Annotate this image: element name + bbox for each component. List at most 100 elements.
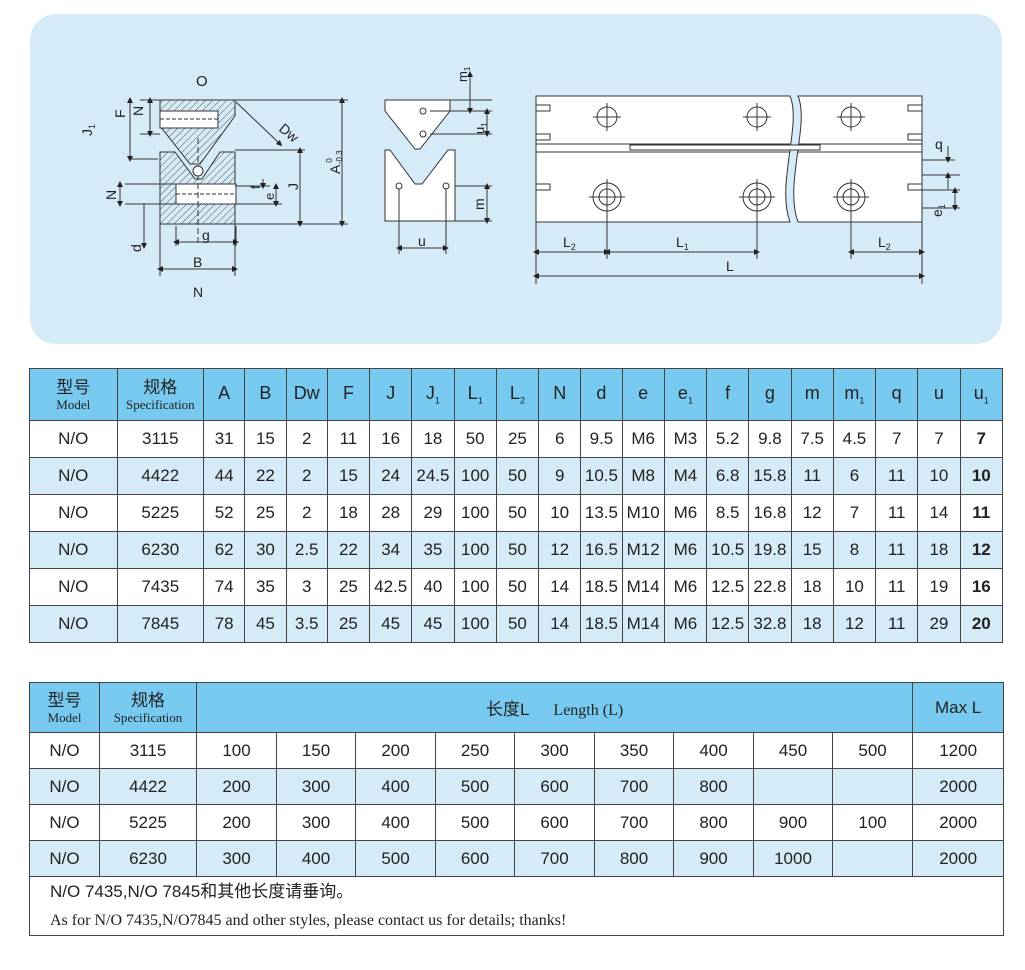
value-cell: 7 xyxy=(959,420,1004,458)
value-cell: 13.5 xyxy=(580,494,623,532)
value-cell: 78 xyxy=(203,605,246,643)
label-J: J xyxy=(285,183,301,190)
label-N-top: N xyxy=(130,106,146,116)
note-cell: N/O 7435,N/O 7845和其他长度请垂询。 As for N/O 74… xyxy=(28,876,1005,936)
length-cell: 200 xyxy=(355,732,436,769)
value-cell: 52 xyxy=(203,494,246,532)
length-cell: 300 xyxy=(276,804,356,841)
value-cell: M3 xyxy=(663,420,708,458)
value-cell: 18 xyxy=(790,605,834,643)
max-length-cell: 1200 xyxy=(912,732,1005,769)
header-col: u1 xyxy=(959,368,1004,421)
value-cell: 100 xyxy=(453,568,497,606)
model-cell: N/O xyxy=(29,568,118,606)
header-col: e1 xyxy=(663,368,708,421)
value-cell: 11 xyxy=(875,605,919,643)
header-col: u xyxy=(917,368,961,421)
length-cell: 100 xyxy=(831,804,914,841)
label-e: e xyxy=(262,193,277,200)
length-cell: 400 xyxy=(673,732,754,769)
value-cell: 45 xyxy=(369,605,413,643)
value-cell: 12.5 xyxy=(706,568,750,606)
value-cell: 10 xyxy=(917,457,961,495)
header-col: L2 xyxy=(495,368,540,421)
max-length-cell: 2000 xyxy=(912,840,1005,877)
value-cell: 7 xyxy=(832,494,877,532)
value-cell: 9.5 xyxy=(580,420,623,458)
value-cell: 10 xyxy=(832,568,877,606)
label-L: L xyxy=(726,258,734,274)
value-cell: 24 xyxy=(369,457,413,495)
value-cell: 14 xyxy=(538,605,582,643)
length-cell: 500 xyxy=(831,732,914,769)
value-cell: 14 xyxy=(538,568,582,606)
header-col: A xyxy=(203,368,246,421)
length-cell: 900 xyxy=(753,804,833,841)
value-cell: 62 xyxy=(203,531,246,569)
value-cell: M6 xyxy=(663,494,708,532)
length-cell xyxy=(753,768,833,805)
max-length-cell: 2000 xyxy=(912,804,1005,841)
value-cell: 31 xyxy=(203,420,246,458)
length-cell: 300 xyxy=(196,840,277,877)
value-cell: 11 xyxy=(875,457,919,495)
spec-cell: 4422 xyxy=(99,768,197,805)
value-cell: 40 xyxy=(411,568,455,606)
cross-section-view xyxy=(117,97,348,276)
value-cell: 18.5 xyxy=(580,605,623,643)
length-cell: 600 xyxy=(514,804,595,841)
value-cell: 6 xyxy=(538,420,582,458)
spec-cell: 7435 xyxy=(116,568,205,606)
value-cell: 7.5 xyxy=(790,420,834,458)
value-cell: 11 xyxy=(875,531,919,569)
value-cell: 19.8 xyxy=(748,531,792,569)
length-cell: 800 xyxy=(673,768,754,805)
value-cell: 29 xyxy=(411,494,455,532)
length-cell: 100 xyxy=(196,732,277,769)
value-cell: M14 xyxy=(621,605,665,643)
value-cell: 22 xyxy=(326,531,371,569)
length-cell: 700 xyxy=(514,840,595,877)
spec-cell: 5225 xyxy=(99,804,197,841)
value-cell: 22.8 xyxy=(748,568,792,606)
value-cell: 74 xyxy=(203,568,246,606)
length-cell: 150 xyxy=(276,732,356,769)
value-cell: 2 xyxy=(285,457,328,495)
value-cell: 44 xyxy=(203,457,246,495)
spec-cell: 5225 xyxy=(116,494,205,532)
value-cell: 7 xyxy=(875,420,919,458)
length-cell: 200 xyxy=(196,804,277,841)
value-cell: 50 xyxy=(495,605,540,643)
value-cell: 15.8 xyxy=(748,457,792,495)
length-cell: 300 xyxy=(514,732,595,769)
value-cell: 8 xyxy=(832,531,877,569)
value-cell: 16 xyxy=(959,568,1004,606)
header-col: F xyxy=(326,368,371,421)
model-cell: N/O xyxy=(29,531,118,569)
value-cell: 8.5 xyxy=(706,494,750,532)
value-cell: 19 xyxy=(917,568,961,606)
value-cell: 34 xyxy=(369,531,413,569)
end-view xyxy=(384,71,492,254)
model-cell: N/O xyxy=(29,732,100,769)
length-cell: 700 xyxy=(594,768,674,805)
label-F: F xyxy=(112,109,128,118)
label-m1: m1 xyxy=(455,66,472,82)
value-cell: 11 xyxy=(326,420,371,458)
value-cell: 50 xyxy=(495,568,540,606)
value-cell: 11 xyxy=(875,494,919,532)
note-row: N/O 7435,N/O 7845和其他长度请垂询。 As for N/O 74… xyxy=(28,876,1005,936)
label-L1: L1 xyxy=(676,234,689,252)
header-col: q xyxy=(875,368,919,421)
